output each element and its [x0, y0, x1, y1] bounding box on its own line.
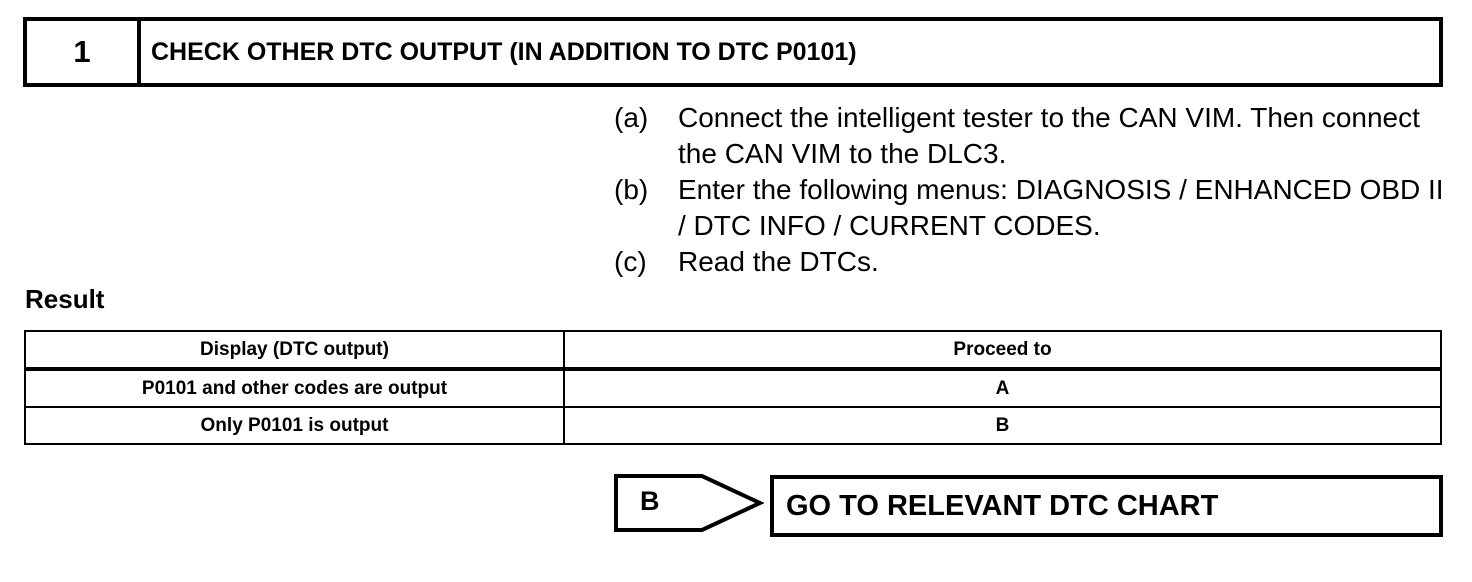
- step-label: (b): [614, 174, 649, 205]
- procedure-steps: (a) Connect the intelligent tester to th…: [614, 100, 1444, 280]
- step-text: Read the DTCs.: [678, 246, 879, 277]
- result-table: Display (DTC output) Proceed to P0101 an…: [24, 330, 1442, 445]
- step-item-a: (a) Connect the intelligent tester to th…: [614, 100, 1444, 172]
- goto-action-box: GO TO RELEVANT DTC CHART: [770, 475, 1443, 537]
- branch-letter: B: [640, 486, 660, 516]
- column-header-display: Display (DTC output): [24, 330, 565, 371]
- step-label: (a): [614, 102, 649, 133]
- step-header: 1 CHECK OTHER DTC OUTPUT (IN ADDITION TO…: [23, 17, 1443, 87]
- step-item-b: (b) Enter the following menus: DIAGNOSIS…: [614, 172, 1444, 244]
- step-text: Connect the intelligent tester to the CA…: [678, 102, 1420, 169]
- result-heading: Result: [25, 284, 105, 314]
- column-header-proceed: Proceed to: [563, 330, 1442, 371]
- table-row: P0101 and other codes are output A: [24, 368, 1442, 408]
- arrow-right-icon: [614, 474, 764, 532]
- table-cell-proceed: A: [563, 368, 1442, 408]
- step-title: CHECK OTHER DTC OUTPUT (IN ADDITION TO D…: [151, 37, 857, 66]
- step-number: 1: [27, 21, 141, 83]
- table-cell-display: Only P0101 is output: [24, 406, 565, 445]
- step-text: Enter the following menus: DIAGNOSIS / E…: [678, 174, 1444, 241]
- table-cell-display: P0101 and other codes are output: [24, 368, 565, 408]
- table-header-row: Display (DTC output) Proceed to: [24, 330, 1442, 371]
- step-item-c: (c) Read the DTCs.: [614, 244, 1444, 280]
- step-label: (c): [614, 246, 647, 277]
- table-cell-proceed: B: [563, 406, 1442, 445]
- table-row: Only P0101 is output B: [24, 406, 1442, 445]
- branch-arrow: B: [614, 474, 764, 532]
